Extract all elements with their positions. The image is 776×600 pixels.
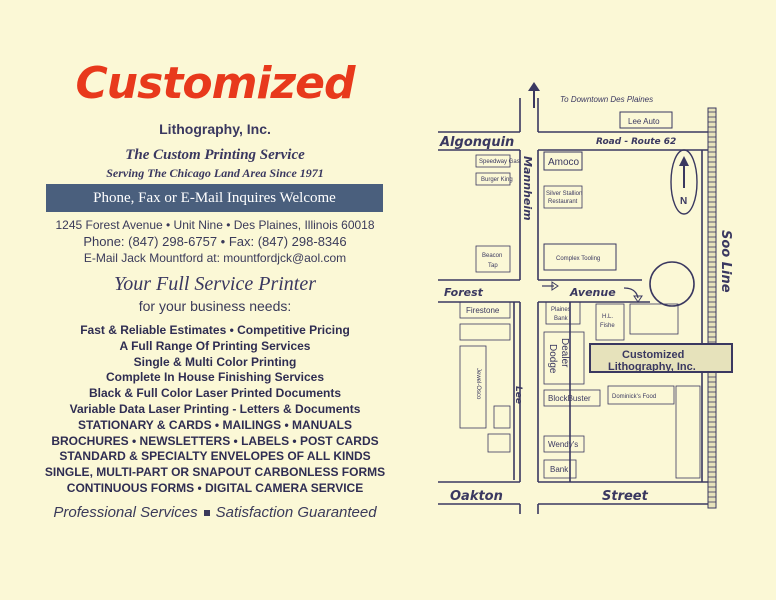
service-item: STATIONARY & CARDS • MAILINGS • MANUALS: [78, 417, 352, 432]
arrow-right-icon: [542, 281, 559, 291]
lee-street-label: Lee: [513, 386, 523, 404]
email-contact: E-Mail Jack Mountford at: mountfordjck@a…: [83, 251, 347, 265]
restaurant-label: Restaurant: [548, 199, 578, 205]
north-arrow-icon: N: [670, 149, 698, 215]
dealer-label: Dealer: [559, 338, 570, 368]
forest-label: Forest: [444, 286, 484, 299]
company-subtitle: Lithography, Inc.: [159, 121, 271, 137]
service-item: A Full Range Of Printing Services: [119, 338, 311, 353]
jewel-osco-label: Jewel-Osco: [475, 368, 481, 400]
inquiry-banner: Phone, Fax or E-Mail Inquires Welcome: [46, 184, 383, 212]
footer-right: Satisfaction Guaranteed: [215, 504, 377, 521]
plaines-bank-label: Bank: [554, 316, 569, 322]
street-label: Street: [602, 489, 649, 504]
phone-fax: Phone: (847) 298-6757 • Fax: (847) 298-8…: [83, 234, 347, 249]
street-map: To Downtown Des Plaines Lee Auto Algonqu…: [438, 82, 733, 514]
arrow-down-icon: [623, 287, 643, 303]
railroad-tracks: [707, 107, 717, 509]
burger-king-label: Burger King: [481, 177, 513, 183]
bullet-icon: [203, 510, 210, 517]
service-item: STANDARD & SPECIALTY ENVELOPES OF ALL KI…: [59, 449, 371, 464]
footer-slogan: Professional Services Satisfaction Guaran…: [0, 504, 430, 521]
service-item: Single & Multi Color Printing: [133, 354, 297, 369]
speedway-label: Speedway Gas: [479, 159, 520, 165]
bank-label: Bank: [550, 465, 569, 474]
downtown-label: To Downtown Des Plaines: [560, 95, 653, 104]
tap-label: Tap: [488, 263, 498, 269]
road-route-label: Road - Route 62: [596, 137, 676, 147]
hl-label: H.L.: [602, 314, 613, 320]
soo-line-label: Soo Line: [718, 230, 733, 293]
plaines-label: Plaines: [551, 307, 571, 313]
arrow-up-icon: [528, 82, 540, 108]
algonquin-label: Algonquin: [439, 135, 514, 150]
service-item: BROCHURES • NEWSLETTERS • LABELS • POST …: [51, 433, 379, 448]
blockbuster-label: BlockBuster: [548, 394, 591, 403]
customized-map-label: Customized: [622, 349, 684, 361]
complex-tooling-label: Complex Tooling: [556, 256, 600, 262]
lithography-map-label: Lithography, Inc.: [608, 361, 696, 373]
service-item: Complete In House Finishing Services: [105, 370, 325, 385]
service-item: Fast & Reliable Estimates • Competitive …: [80, 323, 350, 337]
north-label: N: [680, 196, 687, 207]
wendys-label: Wendy's: [548, 440, 578, 449]
dodge-label: Dodge: [547, 344, 558, 374]
service-item: SINGLE, MULTI-PART OR SNAPOUT CARBONLESS…: [44, 465, 386, 480]
mannheim-label: Mannheim: [521, 156, 534, 221]
service-item: CONTINUOUS FORMS • DIGITAL CAMERA SERVIC…: [66, 480, 364, 495]
serving-line: Serving The Chicago Land Area Since 1971: [106, 166, 324, 180]
service-item: Variable Data Laser Printing - Letters &…: [69, 401, 361, 416]
headline: Your Full Service Printer: [113, 273, 317, 295]
address: 1245 Forest Avenue • Unit Nine • Des Pla…: [55, 218, 375, 232]
services-list: Fast & Reliable Estimates • Competitive …: [0, 323, 430, 497]
lee-auto-label: Lee Auto: [628, 117, 660, 126]
location-map: To Downtown Des Plaines Lee Auto Algonqu…: [430, 80, 776, 520]
amoco-label: Amoco: [548, 157, 580, 168]
company-logo-text: Customized: [75, 58, 356, 109]
business-info-panel: Customized Lithography, Inc. The Custom …: [0, 58, 430, 521]
firestone-label: Firestone: [466, 306, 500, 315]
dominicks-label: Dominick's Food: [612, 394, 656, 400]
oakton-label: Oakton: [450, 489, 503, 504]
service-item: Black & Full Color Laser Printed Documen…: [88, 386, 342, 401]
beacon-label: Beacon: [482, 253, 502, 259]
footer-left: Professional Services: [53, 504, 198, 521]
avenue-label: Avenue: [569, 286, 616, 299]
subheadline: for your business needs:: [138, 298, 292, 314]
fishe-label: Fishe: [600, 323, 615, 329]
tagline: The Custom Printing Service: [125, 147, 305, 163]
silver-stallion-label: Silver Stallion: [546, 191, 582, 197]
